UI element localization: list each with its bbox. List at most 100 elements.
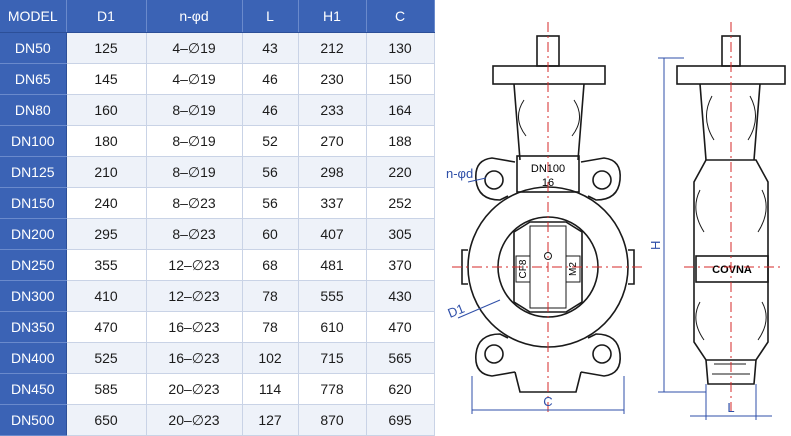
disc-mark-left-box (515, 255, 531, 283)
disc-mark-right: M2 (568, 262, 579, 276)
table-cell: 160 (66, 94, 147, 126)
dim-c-label: C (543, 394, 552, 409)
table-cell: 212 (298, 32, 367, 64)
upper-right-bolt-hole (592, 170, 612, 190)
column-header: H1 (298, 0, 367, 33)
table-cell: 370 (366, 249, 435, 281)
table-cell: 125 (66, 32, 147, 64)
table-cell: 470 (66, 311, 147, 343)
table-cell: 56 (242, 187, 299, 219)
table-cell: 470 (366, 311, 435, 343)
table-cell: 127 (242, 404, 299, 436)
table-cell: 164 (366, 94, 435, 126)
model-cell: DN300 (0, 280, 67, 312)
model-cell: DN125 (0, 156, 67, 188)
table-cell: 481 (298, 249, 367, 281)
table-cell: 20–∅23 (146, 404, 243, 436)
upper-right-lug (580, 157, 621, 201)
table-cell: 114 (242, 373, 299, 405)
table-cell: 610 (298, 311, 367, 343)
model-cell: DN100 (0, 125, 67, 157)
front-view: DN100 16 CF8 M2 n-φd D1 (446, 22, 644, 414)
table-cell: 46 (242, 63, 299, 95)
table-cell: 337 (298, 187, 367, 219)
table-cell: 130 (366, 32, 435, 64)
lower-right-lug (580, 333, 621, 377)
table-cell: 8–∅19 (146, 125, 243, 157)
model-cell: DN150 (0, 187, 67, 219)
nd-leader (467, 177, 487, 183)
table-cell: 102 (242, 342, 299, 374)
dim-l-label: L (727, 400, 734, 415)
table-cell: 295 (66, 218, 147, 250)
lower-left-lug (475, 333, 516, 377)
model-cell: DN200 (0, 218, 67, 250)
neck (513, 83, 585, 161)
model-cell: DN400 (0, 342, 67, 374)
side-neck (699, 83, 761, 161)
side-neck-ribs (706, 95, 756, 141)
table-cell: 240 (66, 187, 147, 219)
table-cell: 180 (66, 125, 147, 157)
lower-right-bolt-hole (592, 344, 612, 364)
table-cell: 565 (366, 342, 435, 374)
upper-left-bolt-hole (484, 170, 504, 190)
table-cell: 355 (66, 249, 147, 281)
disc-mark-left: CF8 (518, 259, 529, 278)
model-cell: DN50 (0, 32, 67, 64)
table-cell: 410 (66, 280, 147, 312)
table-cell: 233 (298, 94, 367, 126)
model-cell: DN500 (0, 404, 67, 436)
table-cell: 78 (242, 311, 299, 343)
side-bottom-detail (712, 363, 750, 375)
side-brand: COVNA (712, 264, 752, 276)
table-cell: 778 (298, 373, 367, 405)
top-flange (492, 65, 606, 85)
model-cell: DN80 (0, 94, 67, 126)
table-cell: 8–∅19 (146, 94, 243, 126)
column-header: C (366, 0, 435, 33)
table-cell: 12–∅23 (146, 249, 243, 281)
neck-ribs (518, 99, 580, 137)
table-header-row: MODEL D1 n-φd L H1 C (0, 0, 435, 33)
table-cell: 43 (242, 32, 299, 64)
table-cell: 715 (298, 342, 367, 374)
table-cell: 56 (242, 156, 299, 188)
table-cell: 210 (66, 156, 147, 188)
table-cell: 68 (242, 249, 299, 281)
table-cell: 252 (366, 187, 435, 219)
table-cell: 220 (366, 156, 435, 188)
model-cell: DN250 (0, 249, 67, 281)
d1-leader (457, 299, 501, 319)
model-cell: DN350 (0, 311, 67, 343)
table-cell: 230 (298, 63, 367, 95)
table-cell: 555 (298, 280, 367, 312)
dim-d1-label: D1 (446, 301, 467, 321)
table-cell: 12–∅23 (146, 280, 243, 312)
column-header: D1 (66, 0, 147, 33)
column-header: L (242, 0, 299, 33)
table-cell: 78 (242, 280, 299, 312)
table-cell: 8–∅23 (146, 218, 243, 250)
column-header: MODEL (0, 0, 67, 33)
table-cell: 430 (366, 280, 435, 312)
table-cell: 407 (298, 218, 367, 250)
table-cell: 4–∅19 (146, 63, 243, 95)
valve-drawing: DN100 16 CF8 M2 n-φd D1 (446, 22, 786, 420)
table-cell: 60 (242, 218, 299, 250)
side-brand-band (695, 255, 769, 283)
table-cell: 8–∅19 (146, 156, 243, 188)
table-cell: 695 (366, 404, 435, 436)
table-cell: 620 (366, 373, 435, 405)
